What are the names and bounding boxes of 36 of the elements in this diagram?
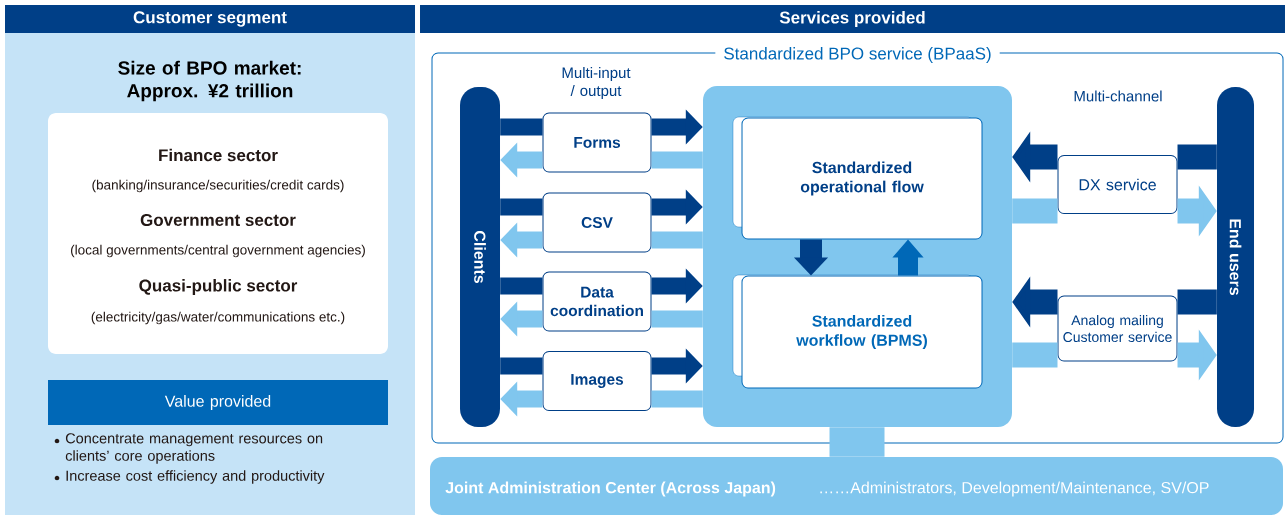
connector-band — [651, 151, 703, 169]
sector-heading: Quasi-public sector — [139, 279, 298, 295]
sector-description: (banking/insurance/securities/credit cards) — [92, 179, 344, 193]
connector-band — [1012, 198, 1058, 224]
header-bar: Services provided — [420, 5, 1285, 33]
connector-band — [651, 390, 703, 408]
connector-band — [651, 310, 703, 328]
caption: Multi-input / output — [562, 67, 631, 99]
header-bar: Customer segment — [5, 5, 415, 33]
section-header: Value provided — [48, 380, 388, 425]
format-box: Data coordination — [542, 271, 652, 332]
stacked-card: Standardized operational flow — [732, 116, 983, 240]
channel-box: DX service — [1057, 155, 1178, 214]
vertical-bar: End users — [1217, 87, 1254, 427]
sector-card — [48, 113, 388, 354]
sector-heading: Finance sector — [159, 148, 278, 162]
format-box: CSV — [542, 192, 652, 253]
connector-band — [1012, 342, 1058, 368]
format-box: Forms — [542, 112, 652, 173]
connector-band — [500, 118, 543, 136]
stacked-card: Standardized workflow (BPMS) — [732, 274, 983, 389]
center-band: Joint Administration Center (Across Japan) ……Administrators, Development/Maintenance, SV/OP — [430, 457, 1283, 515]
heading: Size of BPO market: Approx. ¥2 trillion — [118, 60, 301, 102]
sector-description: (electricity/gas/water/communications etc.) — [91, 311, 345, 325]
channel-box: Analog mailing Customer service — [1057, 295, 1178, 362]
sector-heading: Government sector — [140, 214, 296, 227]
sector-description: (local governments/central government agencies) — [71, 244, 365, 258]
format-box: Images — [542, 351, 652, 411]
bullet-item: Concentrate management resources on clients’ core operations — [54, 433, 323, 464]
connector-band — [1177, 289, 1217, 315]
connector-band — [829, 427, 885, 457]
bullet-item: Increase cost efficiency and productivity — [54, 470, 325, 484]
connector-band — [1177, 144, 1217, 170]
vertical-bar: Clients — [460, 87, 500, 427]
connector-band — [651, 231, 703, 249]
caption: Multi-channel — [1074, 90, 1162, 102]
